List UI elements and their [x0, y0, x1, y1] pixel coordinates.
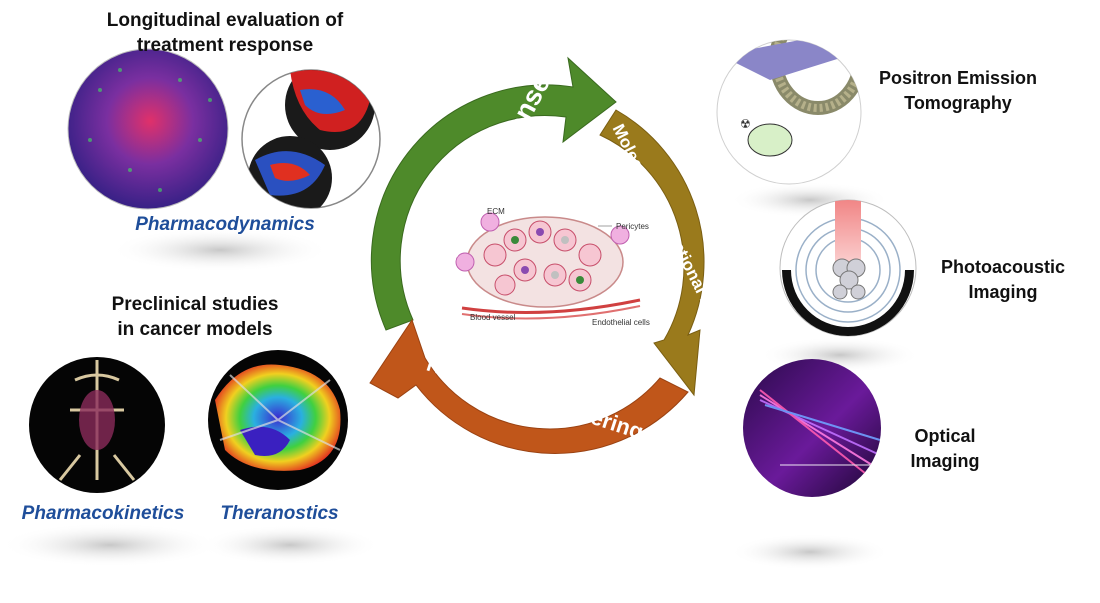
preclinical-line1: Preclinical studies	[111, 294, 279, 315]
pet-label: Positron Emission Tomography	[868, 66, 1048, 116]
heatmap-image	[241, 69, 381, 209]
pet-line1: Positron Emission	[878, 68, 1038, 88]
theranostics-image	[208, 350, 348, 490]
longitudinal-line1: Longitudinal evaluation of	[106, 10, 344, 31]
theranostics-caption: Theranostics	[220, 503, 339, 524]
fluorescence-image	[67, 48, 229, 210]
pet-scanner-image: ☢	[716, 39, 862, 185]
preclinical-heading: Preclinical studies in cancer models	[85, 292, 305, 342]
svg-text:☢: ☢	[740, 117, 751, 131]
optical-line1: Optical	[914, 426, 976, 446]
optical-image	[743, 359, 881, 497]
blood-vessel-label: Blood vessel	[470, 313, 516, 322]
photoacoustic-line2: Imaging	[968, 282, 1038, 302]
drop-shadows	[0, 182, 920, 570]
longitudinal-heading: Longitudinal evaluation of treatment res…	[95, 8, 355, 58]
optical-line2: Imaging	[910, 451, 980, 471]
pharmacokinetics-caption: Pharmacokinetics	[21, 503, 185, 524]
pericytes-label: Pericytes	[616, 222, 649, 231]
endothelial-label: Endothelial cells	[592, 318, 650, 327]
photoacoustic-image	[779, 199, 917, 337]
preclinical-line2: in cancer models	[117, 319, 273, 340]
mouse-scan-image	[29, 357, 165, 493]
pharmacodynamics-caption: Pharmacodynamics	[135, 214, 315, 235]
longitudinal-line2: treatment response	[136, 35, 314, 56]
ecm-label: ECM	[487, 207, 505, 216]
tumor-microenvironment-illustration	[455, 212, 641, 320]
cycle-arrows	[369, 56, 705, 454]
photoacoustic-line1: Photoacoustic	[940, 257, 1065, 277]
photoacoustic-label: Photoacoustic Imaging	[928, 255, 1078, 305]
optical-label: Optical Imaging	[900, 424, 990, 474]
pet-line2: Tomography	[904, 93, 1012, 113]
